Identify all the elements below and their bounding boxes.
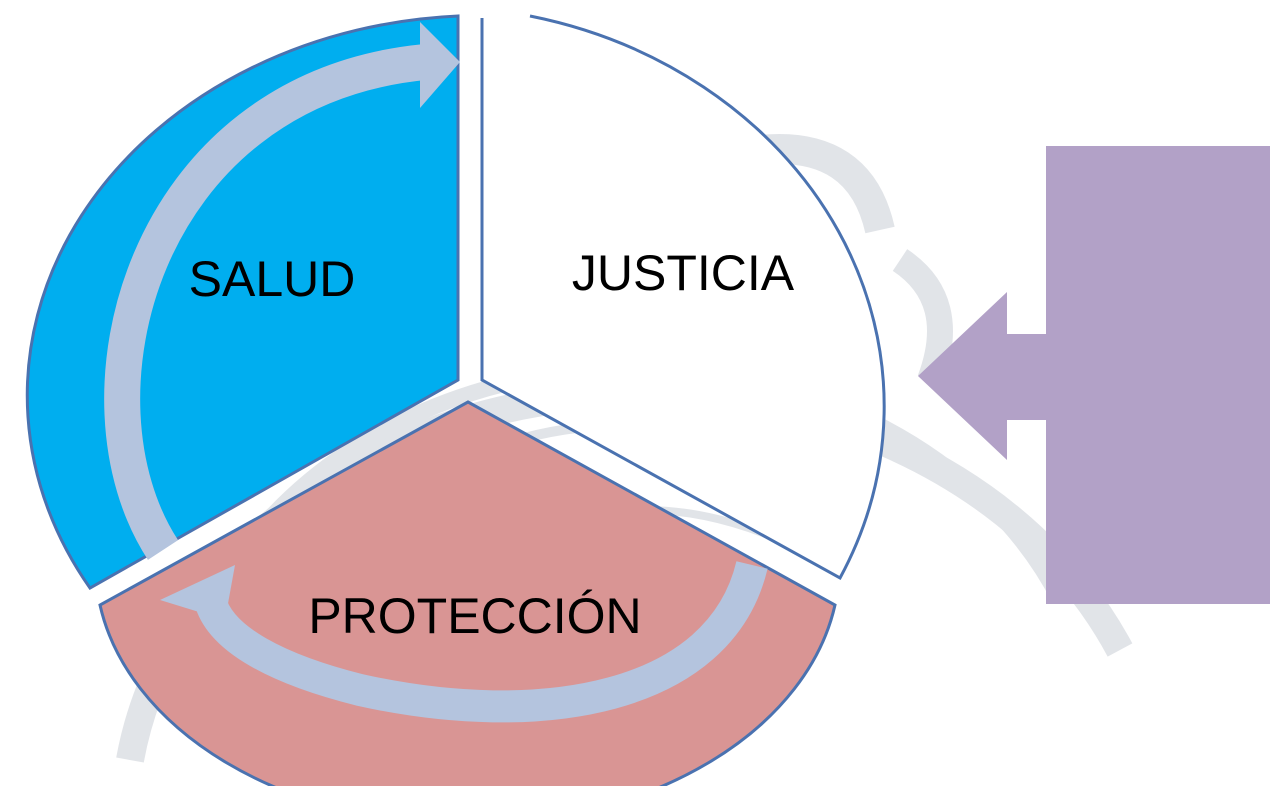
curved-cycle-arrow-icon [160,560,768,723]
segment-label-proteccion: PROTECCIÓN [308,588,641,644]
segment-label-justicia: JUSTICIA [572,245,795,301]
segment-justicia [480,14,886,581]
left-arrow-callout-icon [918,146,1270,604]
segment-label-salud: SALUD [189,251,356,307]
curved-cycle-arrow-icon [104,22,460,560]
